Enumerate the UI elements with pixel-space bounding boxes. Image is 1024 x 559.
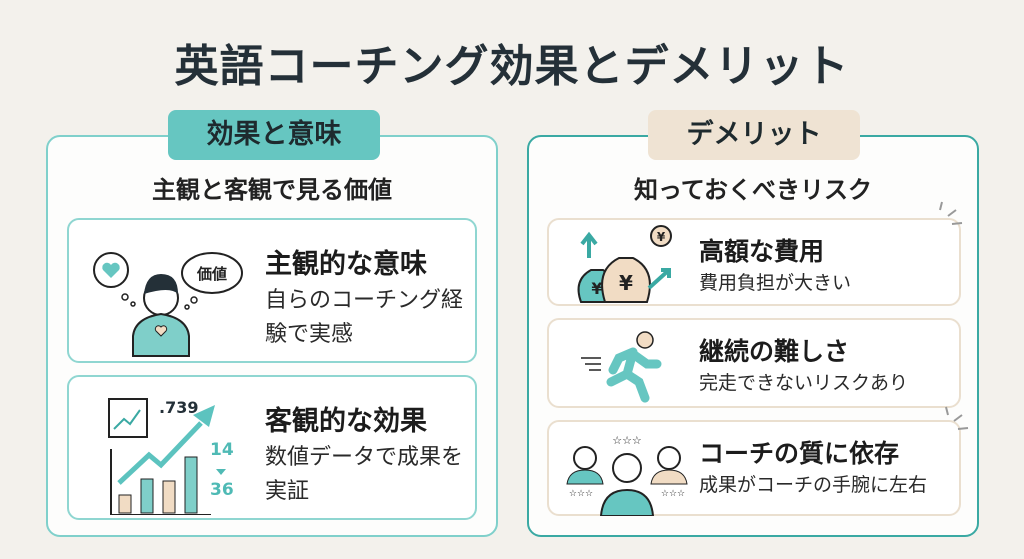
page-title: 英語コーチング効果とデメリット [174,41,850,92]
continuation-heading: 継続の難しさ [699,337,850,366]
coach-quality-heading: コーチの質に依存 [699,439,900,468]
subjective-meaning-card: 価値 主観的な意味 自らのコーチング経験で実感 [67,218,477,363]
emphasis-lines-icon [945,406,969,430]
money-bags-icon: ¥ ¥ ¥ [577,225,672,303]
benefits-badge: 効果と意味 [168,110,380,160]
svg-text:☆☆☆: ☆☆☆ [661,489,685,499]
svg-text:☆☆☆: ☆☆☆ [569,489,593,499]
high-cost-desc: 費用負担が大きい [699,272,852,294]
drawbacks-subtitle: 知っておくべきリスク [633,176,873,204]
emphasis-lines-icon [939,201,963,225]
svg-text:.739: .739 [159,398,198,417]
coach-quality-desc: 成果がコーチの手腕に左右 [699,474,928,496]
high-cost-card: ¥ ¥ ¥ 高額な費用 費用負担が大きい [547,218,961,306]
objective-heading: 客観的な効果 [265,406,427,437]
running-person-icon [581,331,662,403]
svg-text:¥: ¥ [657,230,666,244]
benefits-subtitle: 主観と客観で見る価値 [152,176,392,204]
high-cost-heading: 高額な費用 [699,237,825,266]
svg-text:¥: ¥ [619,271,633,295]
subjective-heading: 主観的な意味 [265,249,427,280]
svg-text:36: 36 [210,480,234,500]
subjective-desc: 自らのコーチング経験で実感 [265,288,464,347]
svg-text:¥: ¥ [591,279,602,298]
growth-chart-icon: .739 14 36 [108,398,234,515]
continuation-difficulty-card: 継続の難しさ 完走できないリスクあり [547,318,961,408]
objective-effect-card: .739 14 36 客観的な効果 数値データで成果を実証 [67,375,477,520]
person-thinking-icon: 価値 [93,252,243,357]
svg-text:☆☆☆: ☆☆☆ [612,434,642,447]
svg-text:14: 14 [210,440,234,460]
drawbacks-badge: デメリット [648,110,860,160]
svg-text:価値: 価値 [196,265,227,283]
objective-desc: 数値データで成果を実証 [265,445,464,504]
coach-quality-card: ☆☆☆ ☆☆☆ ☆☆☆ コーチの質に依存 成果がコーチの手腕に左右 [547,420,961,516]
continuation-desc: 完走できないリスクあり [699,372,909,394]
coaches-rating-icon: ☆☆☆ ☆☆☆ ☆☆☆ [566,434,688,516]
